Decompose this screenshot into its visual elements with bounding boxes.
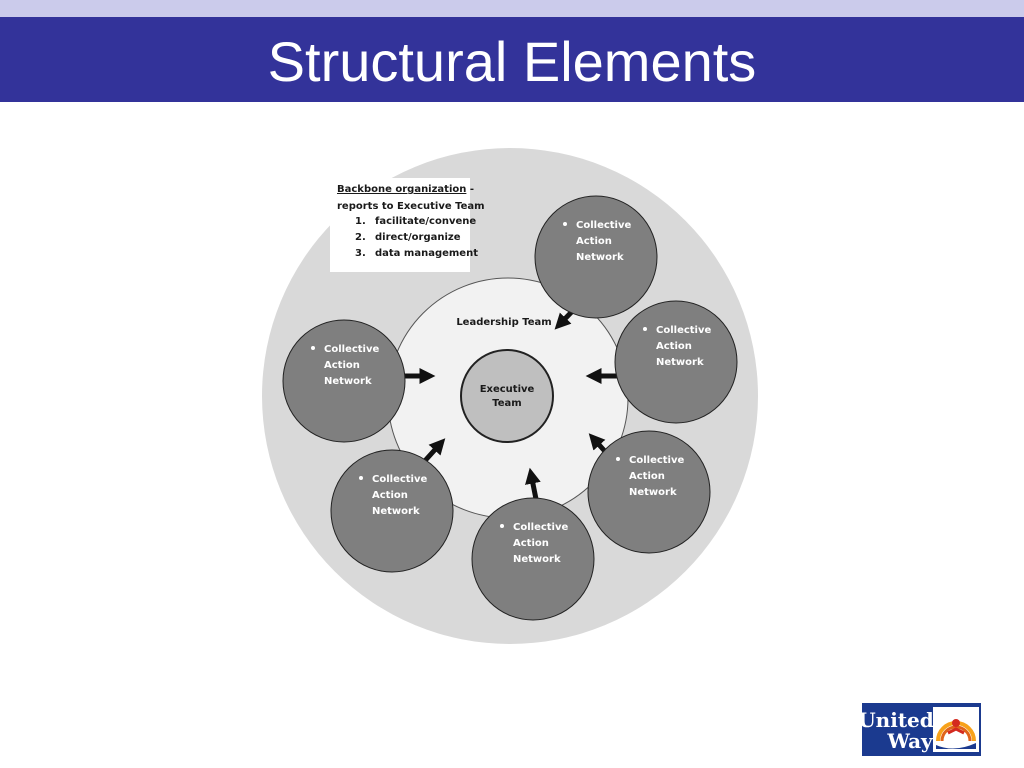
backbone-item-2: direct/organize <box>375 232 461 243</box>
bullet-icon <box>500 524 504 528</box>
network-label-line-1: Collective <box>513 522 569 533</box>
united-way-logo: United Way <box>862 703 981 756</box>
bullet-icon <box>359 476 363 480</box>
bullet-icon <box>616 457 620 461</box>
slide-title: Structural Elements <box>267 30 757 93</box>
network-label-line-2: Action <box>372 490 408 501</box>
network-label-line-3: Network <box>656 357 704 368</box>
network-label-line-2: Action <box>513 538 549 549</box>
network-label-line-3: Network <box>513 554 561 565</box>
network-label-line-3: Network <box>629 487 677 498</box>
executive-team-label-line2: Team <box>492 398 521 409</box>
network-label-line-3: Network <box>576 252 624 263</box>
executive-team-label-line1: Executive <box>480 384 535 395</box>
network-circle <box>330 449 454 573</box>
network-label-line-1: Collective <box>629 455 685 466</box>
network-label-line-3: Network <box>324 376 372 387</box>
network-label-line-2: Action <box>576 236 612 247</box>
logo-text-way: Way <box>886 729 934 753</box>
network-circle <box>471 497 595 621</box>
network-label-line-3: Network <box>372 506 420 517</box>
network-label-line-1: Collective <box>372 474 428 485</box>
network-circle <box>282 319 406 443</box>
bullet-icon <box>563 222 567 226</box>
network-circle <box>534 195 658 319</box>
network-label-line-1: Collective <box>656 325 712 336</box>
logo-text-united: United <box>862 708 934 732</box>
network-label-line-1: Collective <box>576 220 632 231</box>
backbone-heading: Backbone organization - <box>337 184 474 195</box>
backbone-item-2-number: 2. <box>355 232 366 243</box>
logo-emblem-icon <box>933 707 979 752</box>
network-circle <box>614 300 738 424</box>
network-circle <box>587 430 711 554</box>
executive-team-circle <box>460 349 554 443</box>
backbone-item-3: data management <box>375 248 478 259</box>
backbone-box <box>330 178 470 272</box>
title-bar <box>0 17 1024 102</box>
bullet-icon <box>643 327 647 331</box>
network-label-line-2: Action <box>656 341 692 352</box>
network-label-line-1: Collective <box>324 344 380 355</box>
backbone-item-1-number: 1. <box>355 216 366 227</box>
leadership-team-label: Leadership Team <box>456 317 551 328</box>
backbone-subheading: reports to Executive Team <box>337 201 485 212</box>
bullet-icon <box>311 346 315 350</box>
network-label-line-2: Action <box>324 360 360 371</box>
backbone-item-3-number: 3. <box>355 248 366 259</box>
top-accent-strip <box>0 0 1024 17</box>
network-label-line-2: Action <box>629 471 665 482</box>
backbone-item-1: facilitate/convene <box>375 216 476 227</box>
